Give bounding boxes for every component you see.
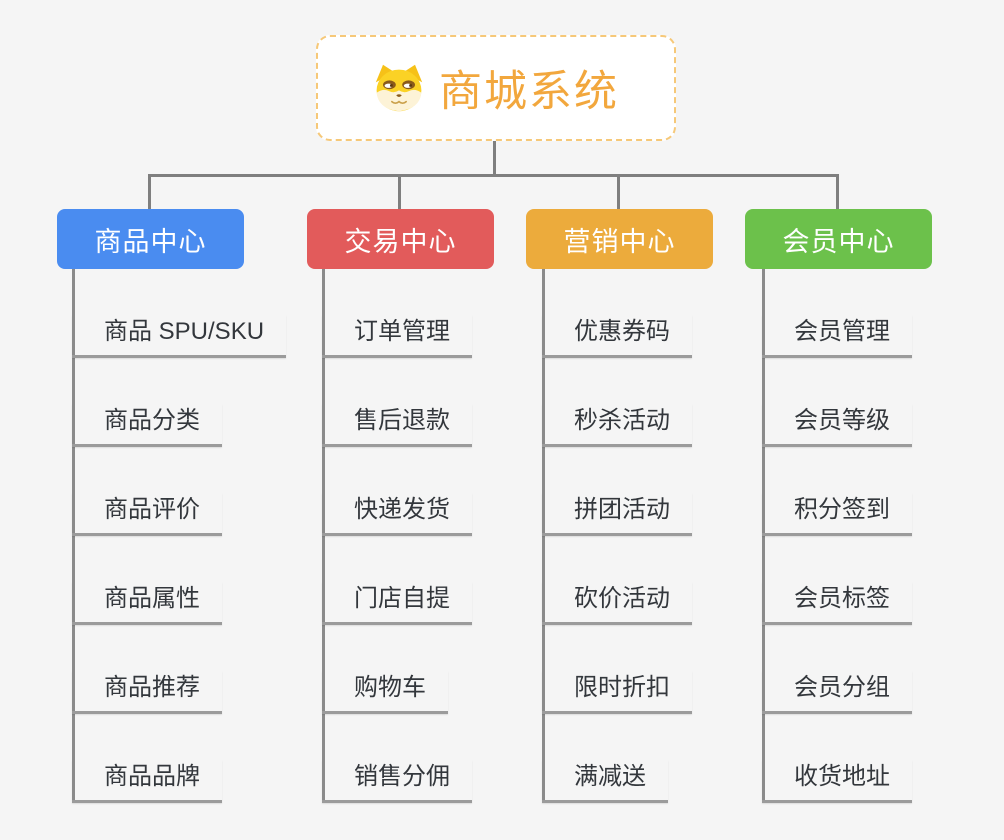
root-stem-connector bbox=[493, 141, 496, 176]
leaf-node-shipping-address[interactable]: 收货地址 bbox=[762, 760, 912, 803]
branch-2-connector bbox=[398, 176, 401, 209]
leaf-node-full-reduction[interactable]: 满减送 bbox=[542, 760, 668, 803]
leaf-node-member-level[interactable]: 会员等级 bbox=[762, 404, 912, 447]
branch-label: 商品中心 bbox=[94, 226, 207, 257]
leaf-node-limited-discount[interactable]: 限时折扣 bbox=[542, 671, 692, 714]
leaf-node-coupon-code[interactable]: 优惠券码 bbox=[542, 315, 692, 358]
leaf-node-flash-sale[interactable]: 秒杀活动 bbox=[542, 404, 692, 447]
leaf-node-bargain-activity[interactable]: 砍价活动 bbox=[542, 582, 692, 625]
branch-node-marketing-center[interactable]: 营销中心 bbox=[526, 209, 713, 269]
branch-4-connector bbox=[836, 176, 839, 209]
leaf-node-product-brand[interactable]: 商品品牌 bbox=[72, 760, 222, 803]
leaf-node-group-buy[interactable]: 拼团活动 bbox=[542, 493, 692, 536]
leaf-node-order-management[interactable]: 订单管理 bbox=[322, 315, 472, 358]
leaf-node-product-review[interactable]: 商品评价 bbox=[72, 493, 222, 536]
horizontal-connector bbox=[148, 174, 839, 177]
leaf-node-after-sale-refund[interactable]: 售后退款 bbox=[322, 404, 472, 447]
leaf-node-store-pickup[interactable]: 门店自提 bbox=[322, 582, 472, 625]
branch-node-product-center[interactable]: 商品中心 bbox=[57, 209, 244, 269]
leaf-node-sales-commission[interactable]: 销售分佣 bbox=[322, 760, 472, 803]
branch-label: 营销中心 bbox=[563, 226, 676, 257]
branch-3-connector bbox=[617, 176, 620, 209]
leaf-node-member-management[interactable]: 会员管理 bbox=[762, 315, 912, 358]
branch-node-trade-center[interactable]: 交易中心 bbox=[307, 209, 494, 269]
branch-node-member-center[interactable]: 会员中心 bbox=[745, 209, 932, 269]
branch-label: 交易中心 bbox=[344, 226, 457, 257]
leaf-node-express-delivery[interactable]: 快递发货 bbox=[322, 493, 472, 536]
root-node-title: 商城系统 bbox=[439, 68, 619, 116]
leaf-node-product-attr[interactable]: 商品属性 bbox=[72, 582, 222, 625]
shiba-dog-icon bbox=[375, 64, 423, 112]
leaf-node-member-group[interactable]: 会员分组 bbox=[762, 671, 912, 714]
branch-label: 会员中心 bbox=[782, 226, 895, 257]
leaf-node-product-recommend[interactable]: 商品推荐 bbox=[72, 671, 222, 714]
leaf-node-product-spu-sku[interactable]: 商品 SPU/SKU bbox=[72, 315, 287, 358]
leaf-node-product-category[interactable]: 商品分类 bbox=[72, 404, 222, 447]
branch-1-connector bbox=[148, 176, 151, 209]
leaf-node-shopping-cart[interactable]: 购物车 bbox=[322, 671, 448, 714]
leaf-node-points-checkin[interactable]: 积分签到 bbox=[762, 493, 912, 536]
leaf-node-member-tag[interactable]: 会员标签 bbox=[762, 582, 912, 625]
root-node-mall-system[interactable]: 商城系统 bbox=[316, 35, 676, 141]
